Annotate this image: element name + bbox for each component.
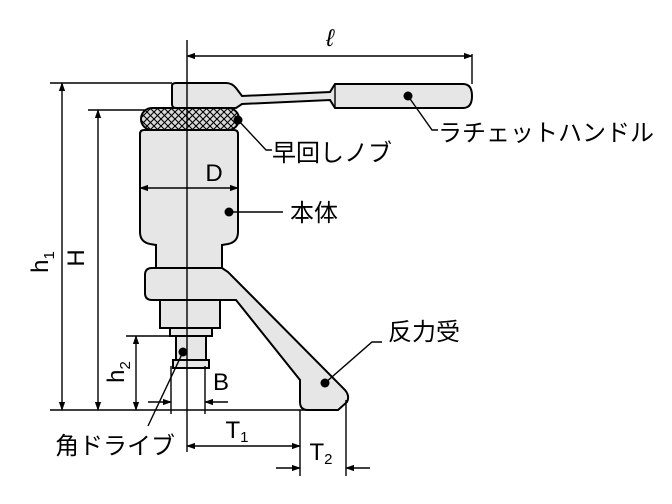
main-body — [139, 129, 239, 269]
dim-h2-label: h2 — [103, 361, 134, 383]
dim-h1: h1 — [27, 82, 66, 411]
reaction-arm — [144, 267, 350, 411]
dim-T2: T2 — [276, 439, 370, 472]
dim-H-label: H — [63, 249, 90, 266]
dim-B-label: B — [213, 369, 229, 396]
lower-body — [159, 299, 221, 337]
dim-D: D — [139, 160, 239, 192]
label-reaction-arm: 反力受 — [388, 319, 460, 346]
callout-square-drive: 角ドライブ — [55, 347, 188, 460]
dim-H: H — [63, 109, 102, 411]
label-quick-knob: 早回しノブ — [272, 140, 392, 167]
dim-l: ℓ — [186, 25, 473, 60]
callout-body: 本体 — [224, 200, 338, 227]
label-body: 本体 — [290, 200, 338, 227]
callout-reaction-arm: 反力受 — [320, 319, 460, 388]
label-ratchet-handle: ラチェットハンドル — [438, 120, 654, 147]
dim-l-label: ℓ — [325, 25, 335, 52]
label-square-drive: 角ドライブ — [55, 433, 175, 460]
dim-h1-label: h1 — [27, 251, 58, 273]
callout-quick-knob: 早回しノブ — [233, 115, 392, 167]
dim-T1-label: T1 — [225, 417, 248, 446]
dim-T2-label: T2 — [309, 439, 332, 468]
ratchet-handle — [171, 82, 474, 109]
extension-lines — [50, 54, 473, 476]
quick-knob — [140, 107, 240, 131]
dim-T1: T1 — [186, 417, 301, 450]
callout-ratchet-handle: ラチェットハンドル — [403, 91, 654, 147]
square-drive-part — [172, 335, 210, 369]
dim-h2: h2 — [103, 335, 140, 411]
dim-D-label: D — [205, 160, 222, 187]
dim-B: B — [148, 369, 229, 406]
